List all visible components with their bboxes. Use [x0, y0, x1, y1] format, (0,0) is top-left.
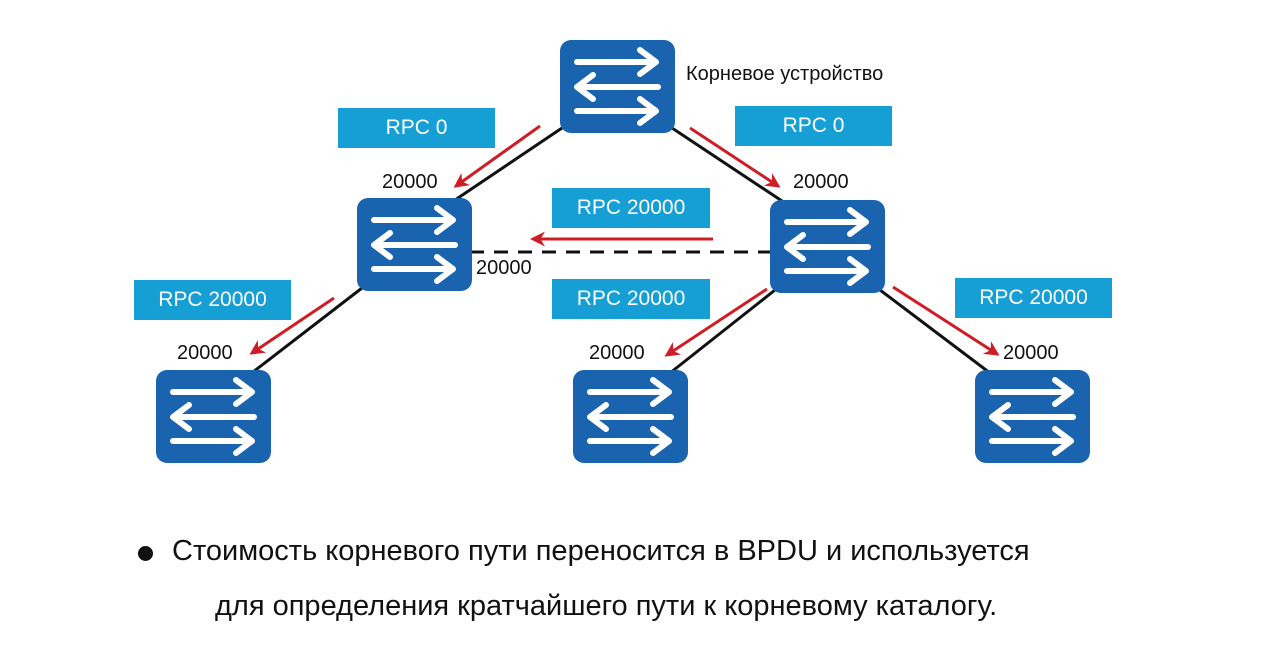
- switch-icon-left[interactable]: [357, 198, 472, 291]
- link-root-right: [671, 126, 786, 205]
- bullet-text-line-2: для определения кратчайшего пути к корне…: [215, 590, 998, 622]
- rpc-label-right-to-left: RPC 20000: [552, 188, 710, 228]
- bullet-text-line-1: Стоимость корневого пути переносится в B…: [172, 535, 1030, 567]
- switch-icon-right[interactable]: [770, 200, 885, 293]
- links: [252, 126, 991, 375]
- rpc-label-right-to-bottom-middle: RPC 20000: [552, 279, 710, 319]
- port-cost-left-blocked: 20000: [476, 257, 532, 279]
- port-cost-bottom-right: 20000: [1003, 342, 1059, 364]
- link-right-bottomright: [879, 288, 991, 375]
- root-switch-icon[interactable]: [560, 40, 675, 133]
- bpdu-arrow-root-right: [689, 126, 781, 188]
- rpc-label-left-to-bottom-left: RPC 20000: [134, 280, 291, 320]
- bpdu-arrow-left-bottomleft: [249, 296, 335, 355]
- port-cost-bottom-left: 20000: [177, 342, 233, 364]
- link-right-bottommiddle: [669, 288, 776, 375]
- bpdu-arrow-right-bottomright: [892, 285, 1000, 356]
- switch-icon-bottom-right[interactable]: [975, 370, 1090, 463]
- port-cost-right: 20000: [793, 171, 849, 193]
- rpc-label-root-to-left: RPC 0: [338, 108, 495, 148]
- bpdu-arrows: [249, 124, 1000, 357]
- switch-icon-bottom-middle[interactable]: [573, 370, 688, 463]
- rpc-label-root-to-right: RPC 0: [735, 106, 892, 146]
- link-left-bottomleft: [252, 286, 363, 374]
- bpdu-arrow-right-bottommiddle: [664, 287, 768, 357]
- bpdu-arrow-root-left: [453, 124, 541, 188]
- bullet-point-icon: [138, 546, 153, 561]
- link-root-left: [454, 126, 563, 202]
- rpc-label-right-to-bottom-right: RPC 20000: [955, 278, 1112, 318]
- port-cost-left: 20000: [382, 171, 438, 193]
- root-device-caption: Корневое устройство: [686, 63, 884, 85]
- port-cost-bottom-middle: 20000: [589, 342, 645, 364]
- switch-icon-bottom-left[interactable]: [156, 370, 271, 463]
